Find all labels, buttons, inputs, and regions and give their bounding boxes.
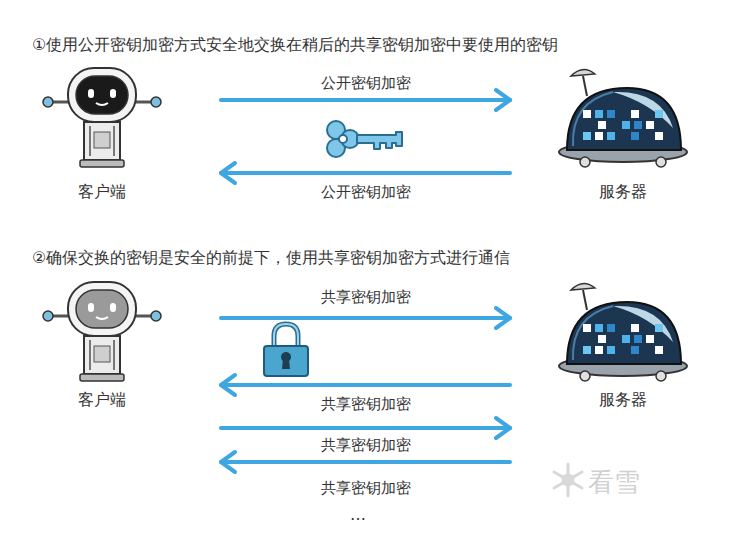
edge-label: 共享密钥加密	[318, 287, 414, 307]
server-robot	[553, 62, 693, 172]
edge-label: 共享密钥加密	[318, 394, 414, 414]
arrow-connector	[221, 375, 510, 395]
arrow-connector	[221, 163, 510, 183]
client-robot	[38, 276, 166, 384]
key-icon	[327, 121, 402, 157]
server-node: 服务器	[553, 276, 693, 410]
watermark-snowflake	[554, 464, 582, 496]
node-label: 服务器	[553, 182, 693, 202]
arrow-connector	[221, 308, 510, 328]
edge-label: 共享密钥加密	[318, 478, 414, 498]
client-node: 客户端	[38, 276, 166, 410]
edge-label: 公开密钥加密	[318, 73, 414, 93]
arrow-connector	[221, 90, 510, 110]
continuation-mark: …	[350, 505, 366, 525]
section-heading: ①使用公开密钥加密方式安全地交换在稍后的共享密钥加密中要使用的密钥	[32, 35, 558, 55]
node-label: 服务器	[553, 390, 693, 410]
edge-label: 公开密钥加密	[318, 182, 414, 202]
node-label: 客户端	[38, 390, 166, 410]
arrow-connector	[221, 452, 510, 472]
server-robot	[553, 276, 693, 386]
server-node: 服务器	[553, 62, 693, 202]
client-node: 客户端	[38, 62, 166, 202]
lock-icon	[264, 324, 308, 376]
node-label: 客户端	[38, 182, 166, 202]
watermark: 看雪	[588, 466, 640, 499]
section-heading: ②确保交换的密钥是安全的前提下，使用共享密钥加密方式进行通信	[32, 248, 510, 268]
client-robot	[38, 62, 166, 170]
edge-label: 共享密钥加密	[318, 435, 414, 455]
